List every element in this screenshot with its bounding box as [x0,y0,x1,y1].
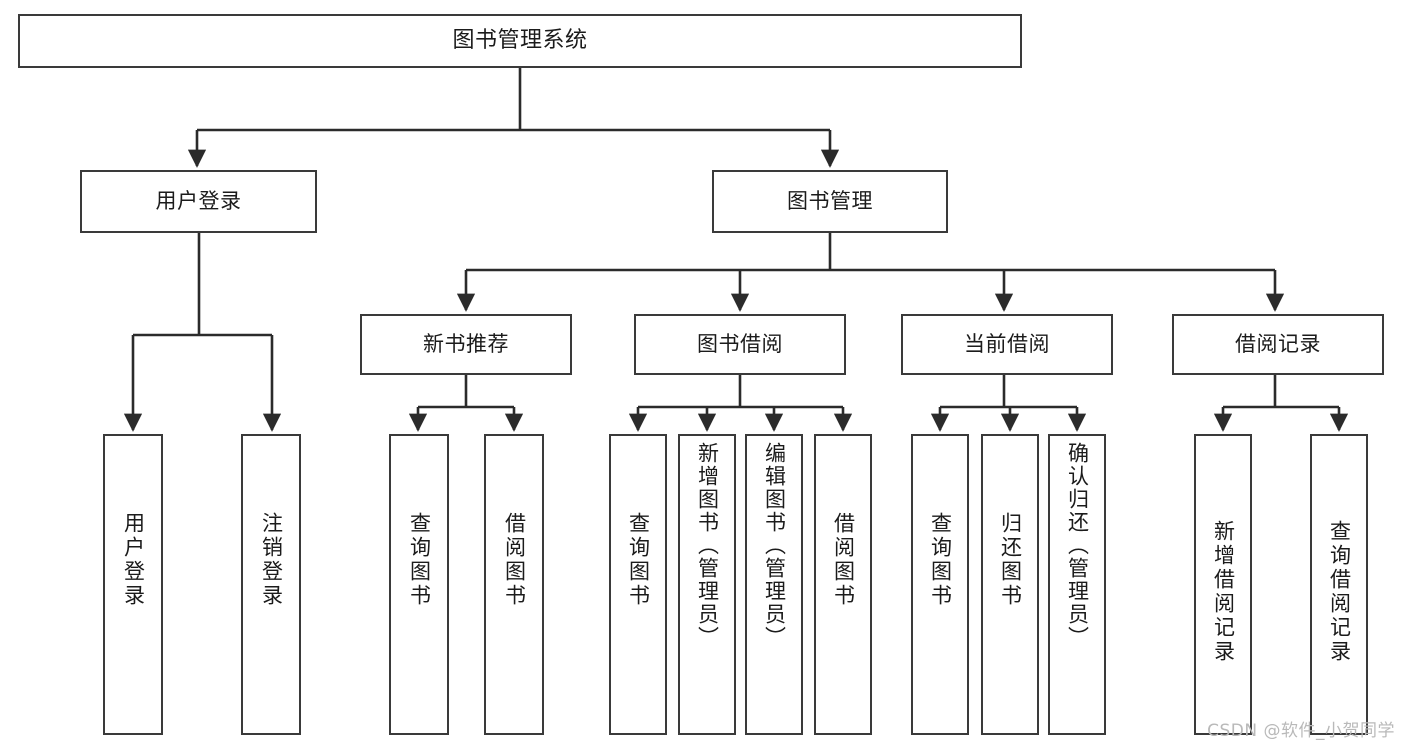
node-leaf-confirm-return[interactable]: 确认归还（管理员） [1048,434,1106,735]
node-label: 图书管理系统 [452,28,588,54]
node-label: 用户登录 [121,512,146,608]
node-label: 图书管理 [787,189,873,214]
node-label: 新书推荐 [423,332,509,357]
node-leaf-borrow-book-recommend[interactable]: 借阅图书 [484,434,544,735]
node-leaf-add-borrow-record[interactable]: 新增借阅记录 [1194,434,1252,735]
node-label: 当前借阅 [964,332,1050,357]
node-book-management-system[interactable]: 图书管理系统 [18,14,1022,68]
node-leaf-logout[interactable]: 注销登录 [241,434,301,735]
node-label: 新增借阅记录 [1211,520,1236,664]
node-label: 编辑图书（管理员） [762,442,787,649]
node-label: 借阅图书 [831,512,856,608]
node-leaf-add-book[interactable]: 新增图书（管理员） [678,434,736,735]
node-leaf-query-borrow-record[interactable]: 查询借阅记录 [1310,434,1368,735]
node-label: 归还图书 [998,512,1023,608]
node-label: 借阅记录 [1235,332,1321,357]
node-leaf-borrow-book[interactable]: 借阅图书 [814,434,872,735]
node-leaf-user-login[interactable]: 用户登录 [103,434,163,735]
node-borrow-record[interactable]: 借阅记录 [1172,314,1384,375]
node-label: 借阅图书 [502,512,527,608]
node-leaf-edit-book[interactable]: 编辑图书（管理员） [745,434,803,735]
node-book-management[interactable]: 图书管理 [712,170,948,233]
node-label: 查询图书 [626,512,651,608]
node-label: 查询借阅记录 [1327,520,1352,664]
node-book-borrow[interactable]: 图书借阅 [634,314,846,375]
node-label: 注销登录 [259,512,284,608]
node-label: 确认归还（管理员） [1065,442,1090,649]
node-leaf-query-book-recommend[interactable]: 查询图书 [389,434,449,735]
node-label: 查询图书 [928,512,953,608]
node-label: 图书借阅 [697,332,783,357]
node-user-login[interactable]: 用户登录 [80,170,317,233]
node-label: 查询图书 [407,512,432,608]
node-leaf-query-book-current[interactable]: 查询图书 [911,434,969,735]
node-label: 用户登录 [155,189,242,214]
node-label: 新增图书（管理员） [695,442,720,649]
node-leaf-query-book-borrow[interactable]: 查询图书 [609,434,667,735]
node-current-borrow[interactable]: 当前借阅 [901,314,1113,375]
watermark: CSDN @软件_小贺同学 [1207,721,1395,741]
node-new-book-recommend[interactable]: 新书推荐 [360,314,572,375]
node-leaf-return-book[interactable]: 归还图书 [981,434,1039,735]
